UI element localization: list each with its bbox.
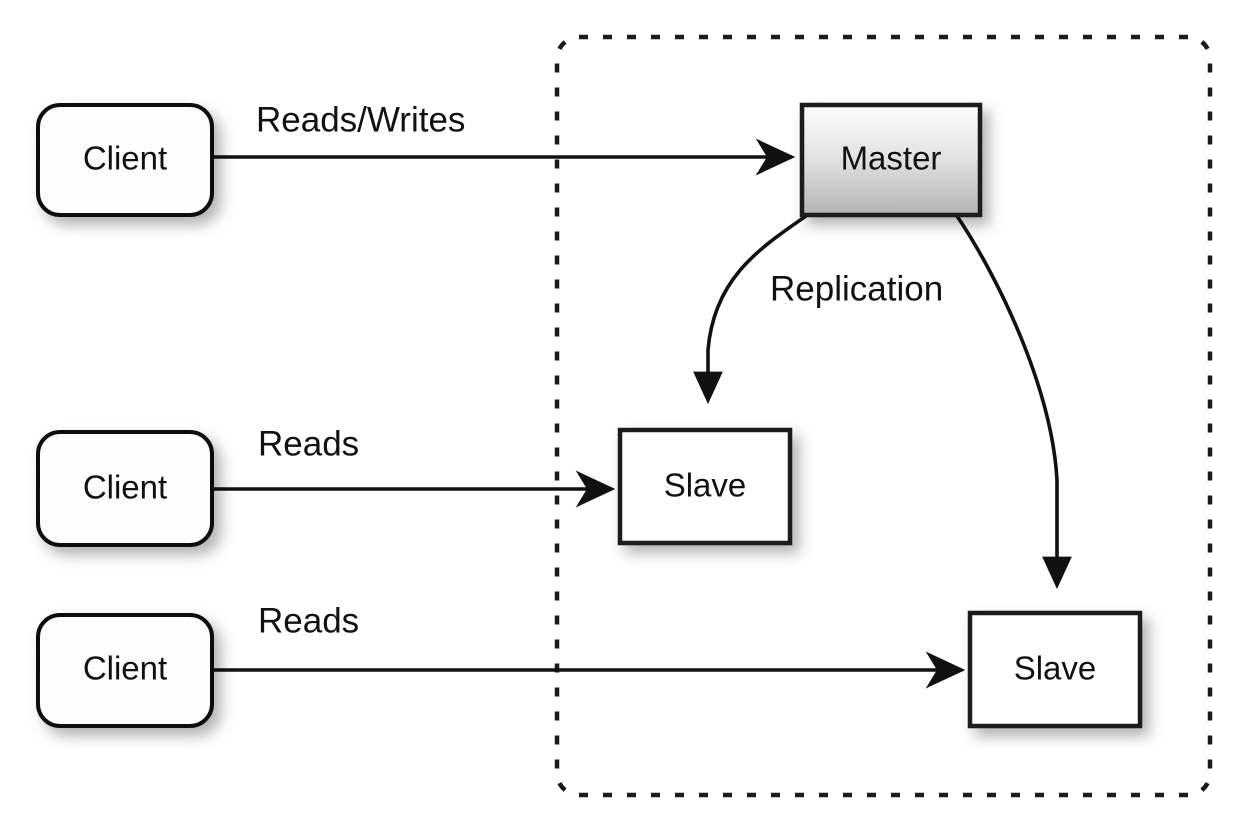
client-1-label: Client — [83, 140, 167, 177]
master-box[interactable] — [799, 102, 983, 218]
node-master[interactable]: Master — [799, 102, 983, 218]
client-3-label: Client — [83, 650, 167, 687]
client-2-box[interactable] — [36, 430, 214, 547]
slave-2-box[interactable] — [967, 610, 1143, 729]
master-label: Master — [841, 140, 942, 177]
edge-label-reads-slave2: Reads — [258, 601, 359, 640]
client-3-box[interactable] — [36, 613, 214, 728]
edge-label-replication: Replication — [770, 269, 943, 308]
node-client-1[interactable]: Client — [36, 103, 214, 217]
node-slave-2[interactable]: Slave — [967, 610, 1143, 729]
edge-master-slave1 — [693, 214, 808, 405]
node-slave-1[interactable]: Slave — [617, 427, 793, 546]
slave-1-box[interactable] — [617, 427, 793, 546]
node-client-2[interactable]: Client — [36, 430, 214, 547]
client-1-box[interactable] — [36, 103, 214, 217]
edge-master-slave2 — [955, 214, 1072, 590]
slave-2-label: Slave — [1014, 650, 1097, 687]
edge-label-reads-writes: Reads/Writes — [256, 100, 465, 139]
slave-1-label: Slave — [664, 467, 747, 504]
edge-label-reads-slave1: Reads — [258, 424, 359, 463]
client-2-label: Client — [83, 469, 167, 506]
node-client-3[interactable]: Client — [36, 613, 214, 728]
